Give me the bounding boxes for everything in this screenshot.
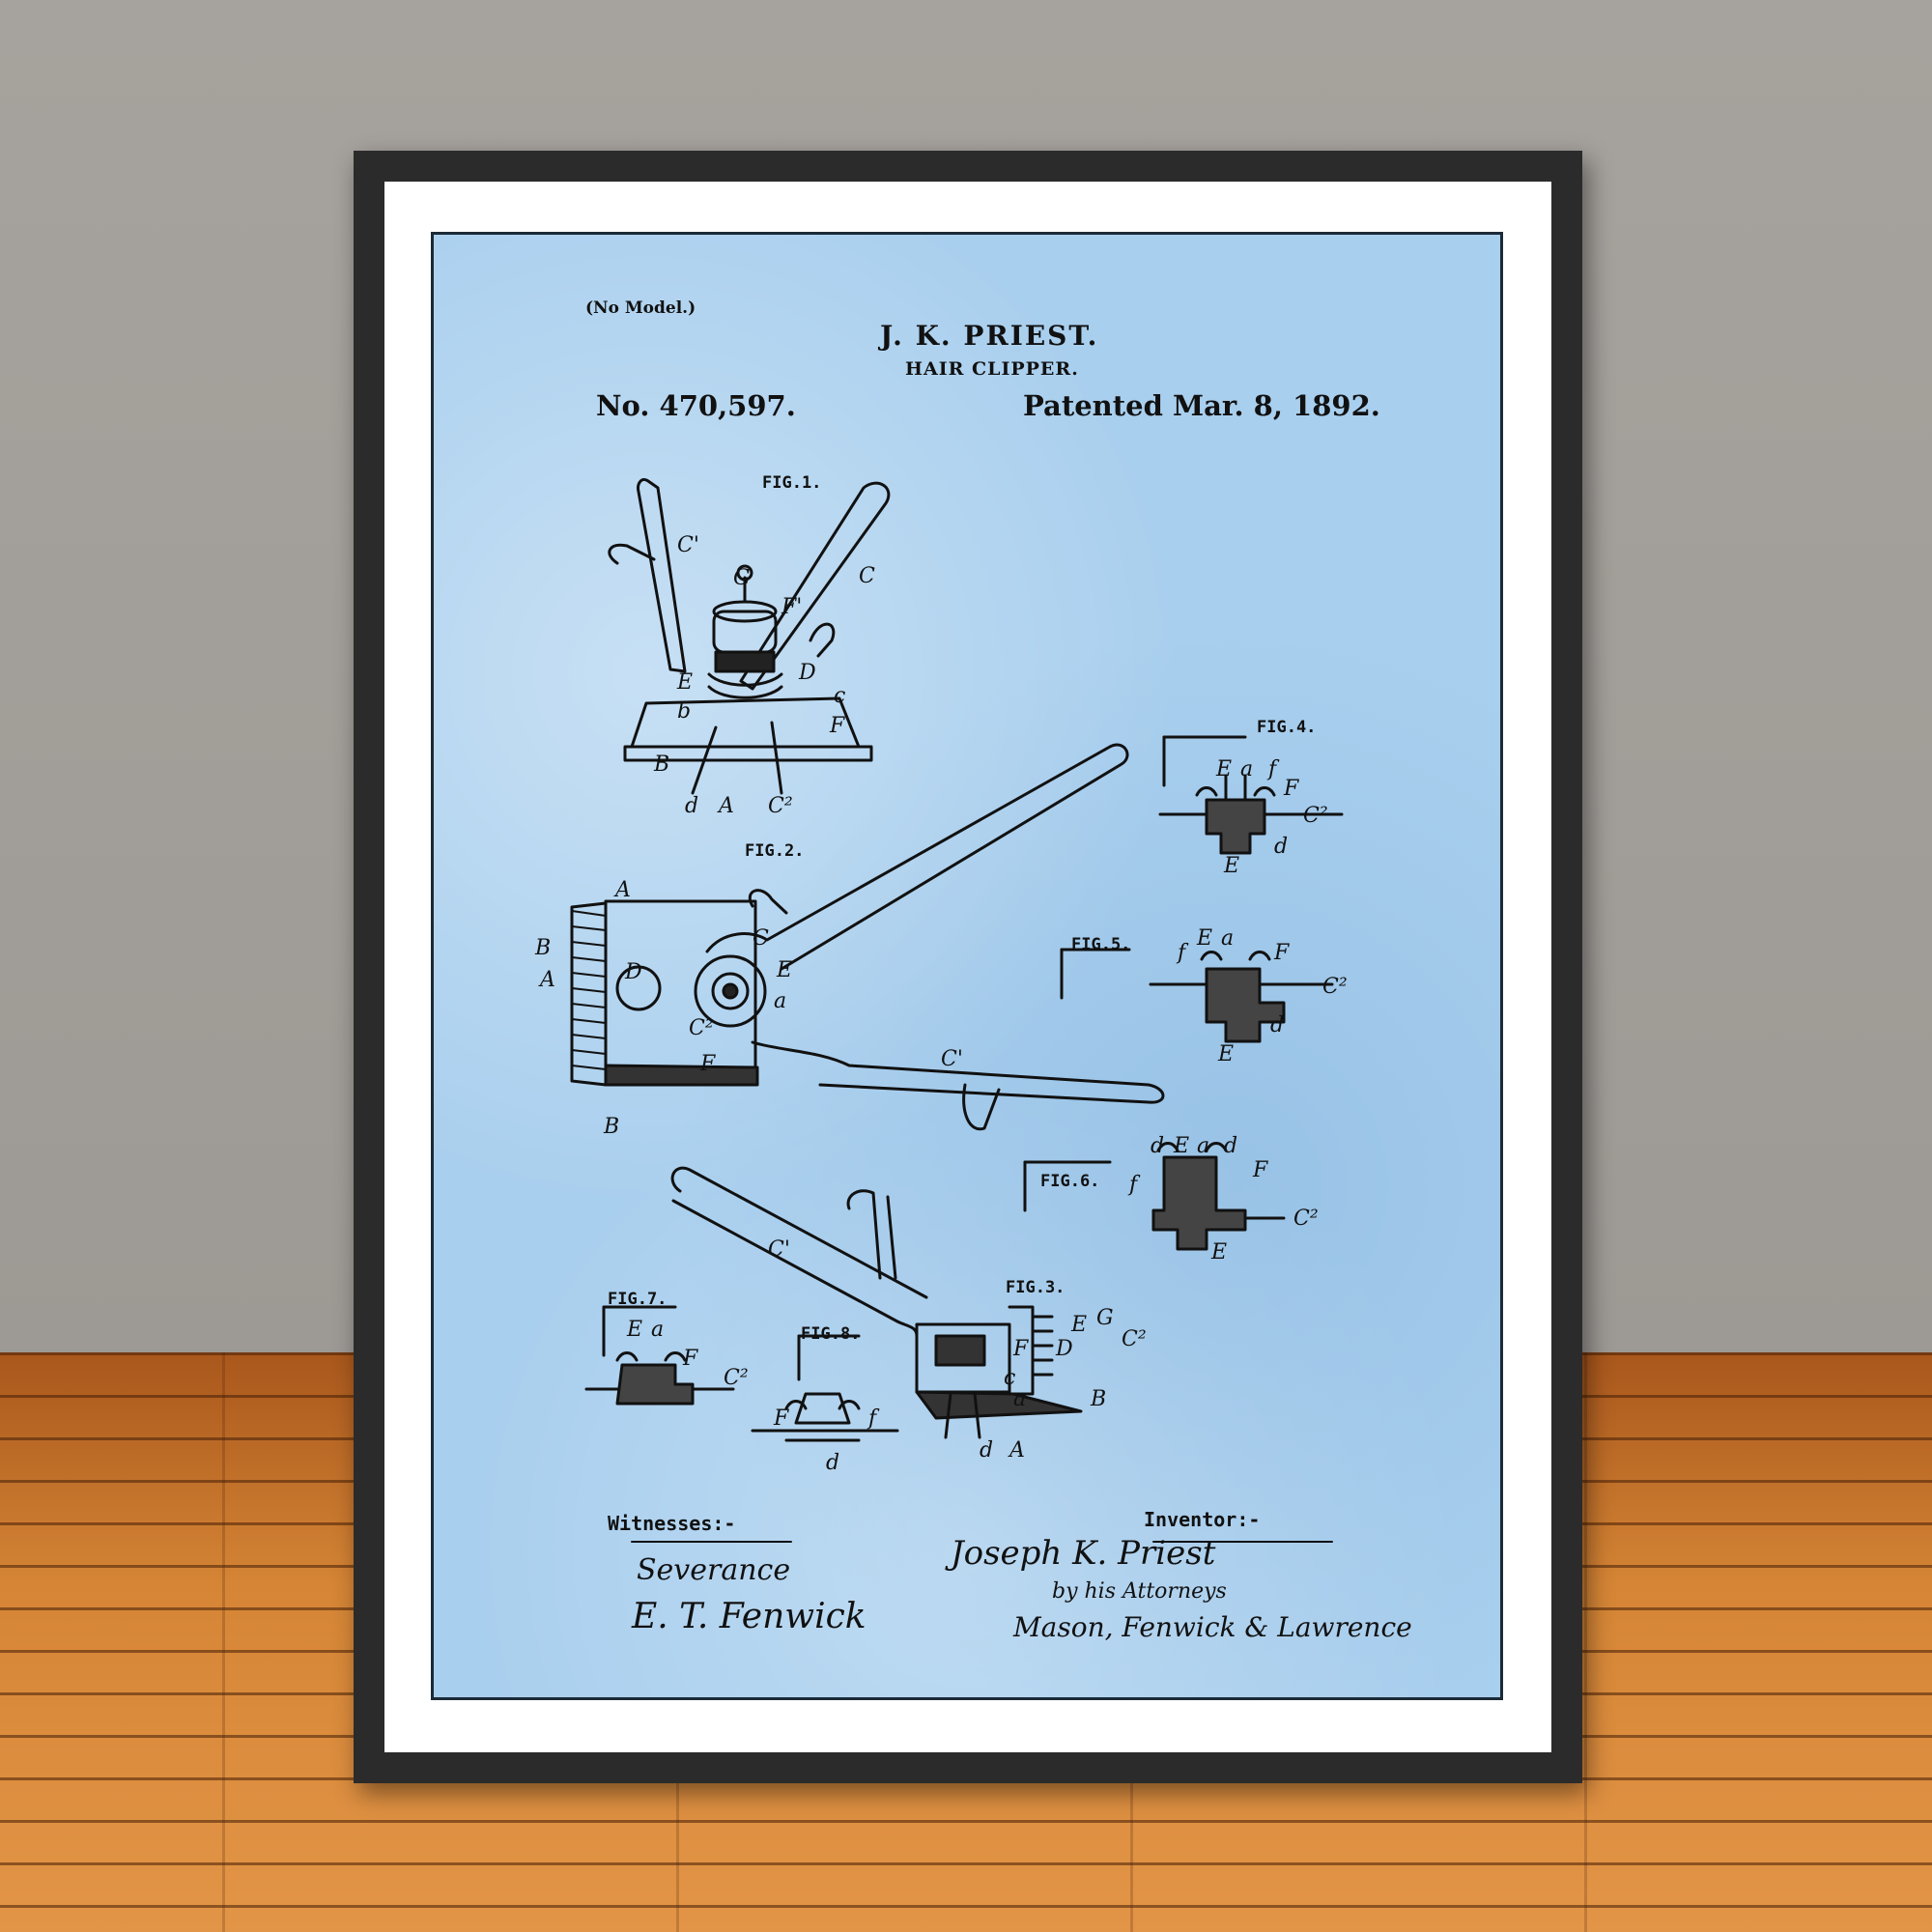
svg-text:d: d (685, 794, 698, 818)
inventor-signature: Joseph K. Priest (951, 1534, 1216, 1573)
svg-text:a: a (774, 989, 786, 1013)
svg-text:f: f (1127, 1173, 1141, 1197)
svg-text:d: d (1270, 1013, 1284, 1037)
svg-text:C²: C² (724, 1366, 749, 1390)
svg-text:E: E (1215, 757, 1232, 781)
svg-text:c: c (834, 684, 845, 708)
svg-text:C²: C² (689, 1016, 714, 1040)
svg-text:D: D (1055, 1337, 1073, 1361)
fig4-drawing (1158, 735, 1344, 855)
svg-text:E: E (776, 958, 792, 982)
svg-text:F: F (1283, 777, 1299, 801)
fig8-drawing (751, 1334, 899, 1442)
svg-text:f: f (1266, 757, 1280, 781)
fig5-drawing (1060, 948, 1334, 1043)
patent-print: (No Model.) J. K. PRIEST. HAIR CLIPPER. … (431, 232, 1503, 1700)
fig2-drawing (570, 743, 1165, 1131)
svg-text:B: B (534, 936, 551, 960)
patent-drawings: C C' G F' D E b c F B d A C² A B A C D C… (534, 477, 1348, 1543)
svg-text:E: E (1070, 1313, 1087, 1337)
svg-text:a: a (1197, 1134, 1209, 1158)
svg-text:F: F (1273, 941, 1290, 965)
svg-text:C: C (753, 926, 769, 951)
fig4-label: FIG.4. (1257, 718, 1317, 737)
inventor-name: J. K. PRIEST. (880, 320, 1099, 352)
patent-number: No. 470,597. (596, 389, 796, 422)
svg-text:B: B (1090, 1387, 1106, 1411)
svg-text:C²: C² (768, 794, 793, 818)
fig6-drawing (1023, 1142, 1286, 1251)
svg-text:C²: C² (1303, 804, 1328, 828)
svg-text:a: a (1240, 757, 1253, 781)
svg-text:C': C' (677, 533, 699, 557)
model-note: (No Model.) (585, 298, 696, 318)
svg-text:C: C (859, 564, 875, 588)
svg-text:F: F (682, 1347, 698, 1371)
fig8-label: FIG.8. (801, 1324, 861, 1344)
fig1-label: FIG.1. (762, 473, 822, 493)
patent-date: Patented Mar. 8, 1892. (1023, 389, 1380, 422)
svg-text:E: E (1196, 926, 1212, 951)
fig3-drawing (670, 1166, 1083, 1439)
svg-text:B: B (653, 753, 669, 777)
svg-text:A: A (1008, 1438, 1025, 1463)
fig7-drawing (584, 1305, 735, 1406)
svg-text:f: f (867, 1406, 880, 1431)
attorney-line: by his Attorneys (1052, 1579, 1227, 1604)
svg-text:d: d (1224, 1134, 1237, 1158)
svg-text:A: A (717, 794, 734, 818)
svg-text:B: B (603, 1115, 619, 1139)
svg-text:d: d (1274, 835, 1288, 859)
witness-signature-2: E. T. Fenwick (632, 1597, 867, 1636)
svg-text:C': C' (941, 1047, 963, 1071)
svg-text:F: F (1252, 1158, 1268, 1182)
fig2-label: FIG.2. (745, 841, 805, 861)
inventor-heading: Inventor:- (1144, 1508, 1261, 1531)
svg-text:d: d (1151, 1134, 1164, 1158)
svg-text:d: d (826, 1451, 839, 1475)
svg-text:a: a (651, 1318, 664, 1342)
svg-text:A: A (613, 878, 631, 902)
svg-text:A: A (538, 968, 555, 992)
svg-text:C²: C² (1293, 1207, 1319, 1231)
svg-text:c: c (1004, 1366, 1015, 1390)
attorneys-signature: Mason, Fenwick & Lawrence (1013, 1611, 1412, 1643)
svg-text:a: a (1013, 1387, 1026, 1411)
svg-text:D: D (798, 661, 816, 685)
witnesses-heading: Witnesses:- (608, 1512, 736, 1535)
fig7-label: FIG.7. (608, 1290, 668, 1309)
fig1-drawing (608, 477, 891, 795)
fig3-label: FIG.3. (1006, 1278, 1065, 1297)
svg-text:F: F (773, 1406, 789, 1431)
svg-text:f: f (1176, 941, 1189, 965)
svg-text:G: G (733, 566, 751, 590)
invention-title: HAIR CLIPPER. (905, 358, 1079, 380)
svg-text:E: E (1210, 1240, 1227, 1264)
svg-text:C²: C² (1122, 1327, 1147, 1351)
svg-text:D: D (624, 960, 642, 984)
svg-text:a: a (1221, 926, 1234, 951)
svg-text:E: E (1217, 1042, 1234, 1066)
svg-text:E: E (1173, 1134, 1189, 1158)
svg-text:E: E (1223, 854, 1239, 878)
svg-text:F: F (1012, 1337, 1029, 1361)
svg-text:b: b (677, 699, 691, 724)
svg-text:F: F (829, 714, 845, 738)
svg-text:C': C' (768, 1237, 790, 1262)
svg-text:d: d (980, 1438, 993, 1463)
witness-signature-1: Severance (637, 1553, 791, 1587)
fig6-label: FIG.6. (1040, 1172, 1100, 1191)
svg-text:E: E (676, 670, 693, 695)
svg-text:C²: C² (1322, 975, 1348, 999)
svg-text:G: G (1096, 1306, 1114, 1330)
svg-text:F': F' (781, 595, 802, 619)
svg-text:E: E (626, 1318, 642, 1342)
svg-text:F: F (699, 1052, 716, 1076)
